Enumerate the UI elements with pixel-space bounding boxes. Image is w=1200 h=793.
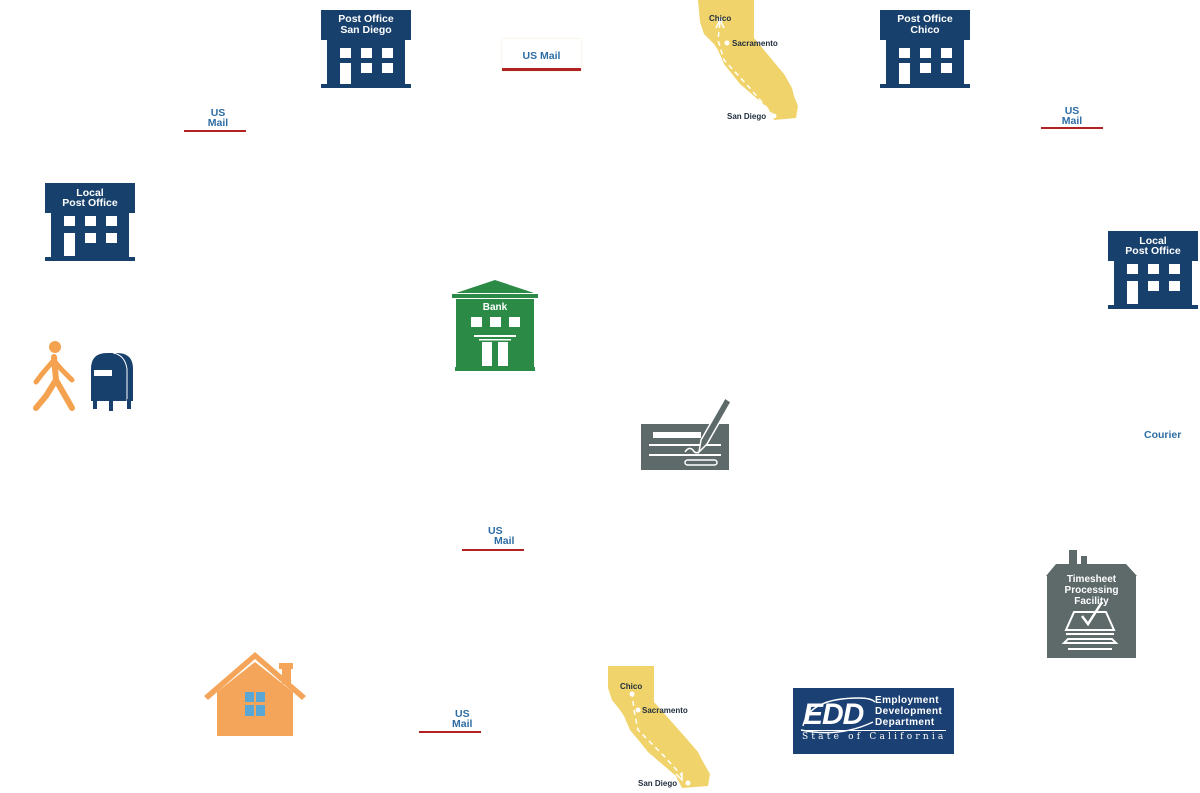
post-office-building-icon xyxy=(321,10,411,88)
us-mail-line2: Mail xyxy=(1061,115,1083,127)
post-office-building-icon xyxy=(880,10,970,88)
us-mail-label-middle: US Mail xyxy=(462,526,524,551)
mailbox-icon xyxy=(89,351,135,411)
post-office-label-line1: Local xyxy=(1139,235,1167,247)
house-icon xyxy=(203,650,307,738)
edd-logo-text: EDD xyxy=(803,698,864,731)
us-mail-text: US Mail xyxy=(522,50,561,62)
post-office-label-line2: Post Office xyxy=(62,197,118,209)
post-office-label-line2: San Diego xyxy=(340,24,392,36)
facility-label-line3: Facility xyxy=(1074,596,1109,607)
bank-icon xyxy=(452,280,538,371)
edd-line1: Employment xyxy=(875,695,940,706)
city-label-san-diego: San Diego xyxy=(727,112,767,121)
post-office-label-line2: Post Office xyxy=(1125,245,1181,257)
post-office-building-icon xyxy=(45,183,135,261)
edd-state-text: State of California xyxy=(802,732,947,742)
california-map-bottom: Chico Sacramento San Diego xyxy=(606,666,716,788)
us-mail-line2: Mail xyxy=(494,535,515,547)
bank: Bank xyxy=(452,280,538,372)
mail-route-underline xyxy=(502,68,581,71)
post-office-label-line2: Chico xyxy=(910,24,940,36)
us-mail-label-bottom: US Mail xyxy=(419,709,481,734)
bank-label: Bank xyxy=(482,302,508,313)
post-office-chico: Post Office Chico xyxy=(880,10,970,88)
facility-label-line2: Processing xyxy=(1064,585,1119,596)
mail-route-underline xyxy=(184,130,246,132)
mail-route-underline xyxy=(1041,127,1103,129)
signed-check-icon xyxy=(641,396,733,472)
city-label-chico: Chico xyxy=(620,682,643,691)
us-mail-line1: US xyxy=(1064,105,1080,117)
post-office-label-line1: Local xyxy=(76,187,104,199)
us-mail-label-top-left: US Mail xyxy=(184,108,246,133)
edd-line3: Department xyxy=(875,717,935,728)
courier-label: Courier xyxy=(1144,429,1182,441)
post-office-label-line1: Post Office xyxy=(897,13,953,25)
mail-route-underline xyxy=(419,731,481,733)
edd-logo: EDD Employment Development Department St… xyxy=(793,688,954,754)
edd-line2: Development xyxy=(875,706,943,717)
city-label-san-diego: San Diego xyxy=(638,779,678,788)
us-mail-label-top-right: US Mail xyxy=(1041,106,1103,131)
facility-building-icon xyxy=(1046,550,1137,658)
post-office-building-icon xyxy=(1108,231,1198,309)
city-label-sacramento: Sacramento xyxy=(732,39,778,48)
us-mail-line1: US xyxy=(455,708,470,720)
local-post-office-left: Local Post Office xyxy=(45,183,135,261)
us-mail-label-top-center: US Mail xyxy=(502,39,581,71)
post-office-san-diego: Post Office San Diego xyxy=(321,10,411,88)
city-label-chico: Chico xyxy=(709,14,732,23)
edd-swoosh-icon xyxy=(800,697,876,734)
california-map-top: Chico Sacramento San Diego xyxy=(696,0,806,122)
facility-label-line1: Timesheet xyxy=(1066,574,1117,585)
city-label-sacramento: Sacramento xyxy=(642,706,688,715)
us-mail-line2: Mail xyxy=(452,718,473,730)
us-mail-line1: US xyxy=(488,525,503,537)
california-map-icon xyxy=(698,0,798,120)
mail-route-underline xyxy=(462,549,524,551)
california-map-icon xyxy=(608,666,710,788)
timesheet-processing-facility: Timesheet Processing Facility xyxy=(1046,550,1137,658)
us-mail-line1: US xyxy=(210,107,226,119)
us-mail-line2: Mail xyxy=(207,117,229,129)
edd-divider xyxy=(801,730,946,731)
post-office-label-line1: Post Office xyxy=(338,13,394,25)
local-post-office-right: Local Post Office xyxy=(1108,231,1198,309)
walking-person-icon xyxy=(30,340,78,412)
